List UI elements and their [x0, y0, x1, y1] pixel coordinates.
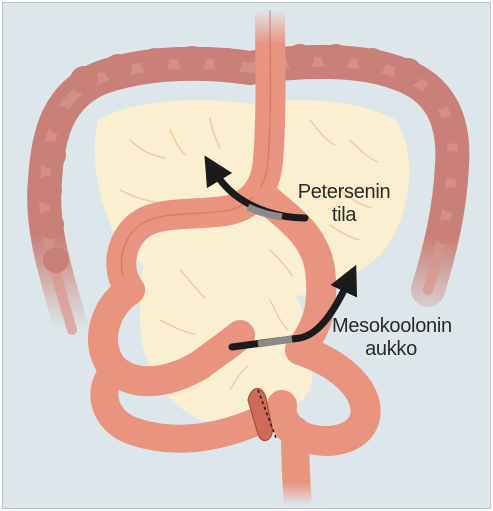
mesocolon-label-line1: Mesokoolonin: [332, 315, 450, 338]
petersen-label-line1: Petersenin: [292, 181, 396, 204]
mesocolon-label-line2: aukko: [332, 338, 450, 361]
petersen-label-line2: tila: [292, 204, 396, 227]
mesocolon-aperture-label: Mesokoolonin aukko: [332, 315, 450, 361]
petersen-space-label: Petersenin tila: [292, 181, 396, 227]
